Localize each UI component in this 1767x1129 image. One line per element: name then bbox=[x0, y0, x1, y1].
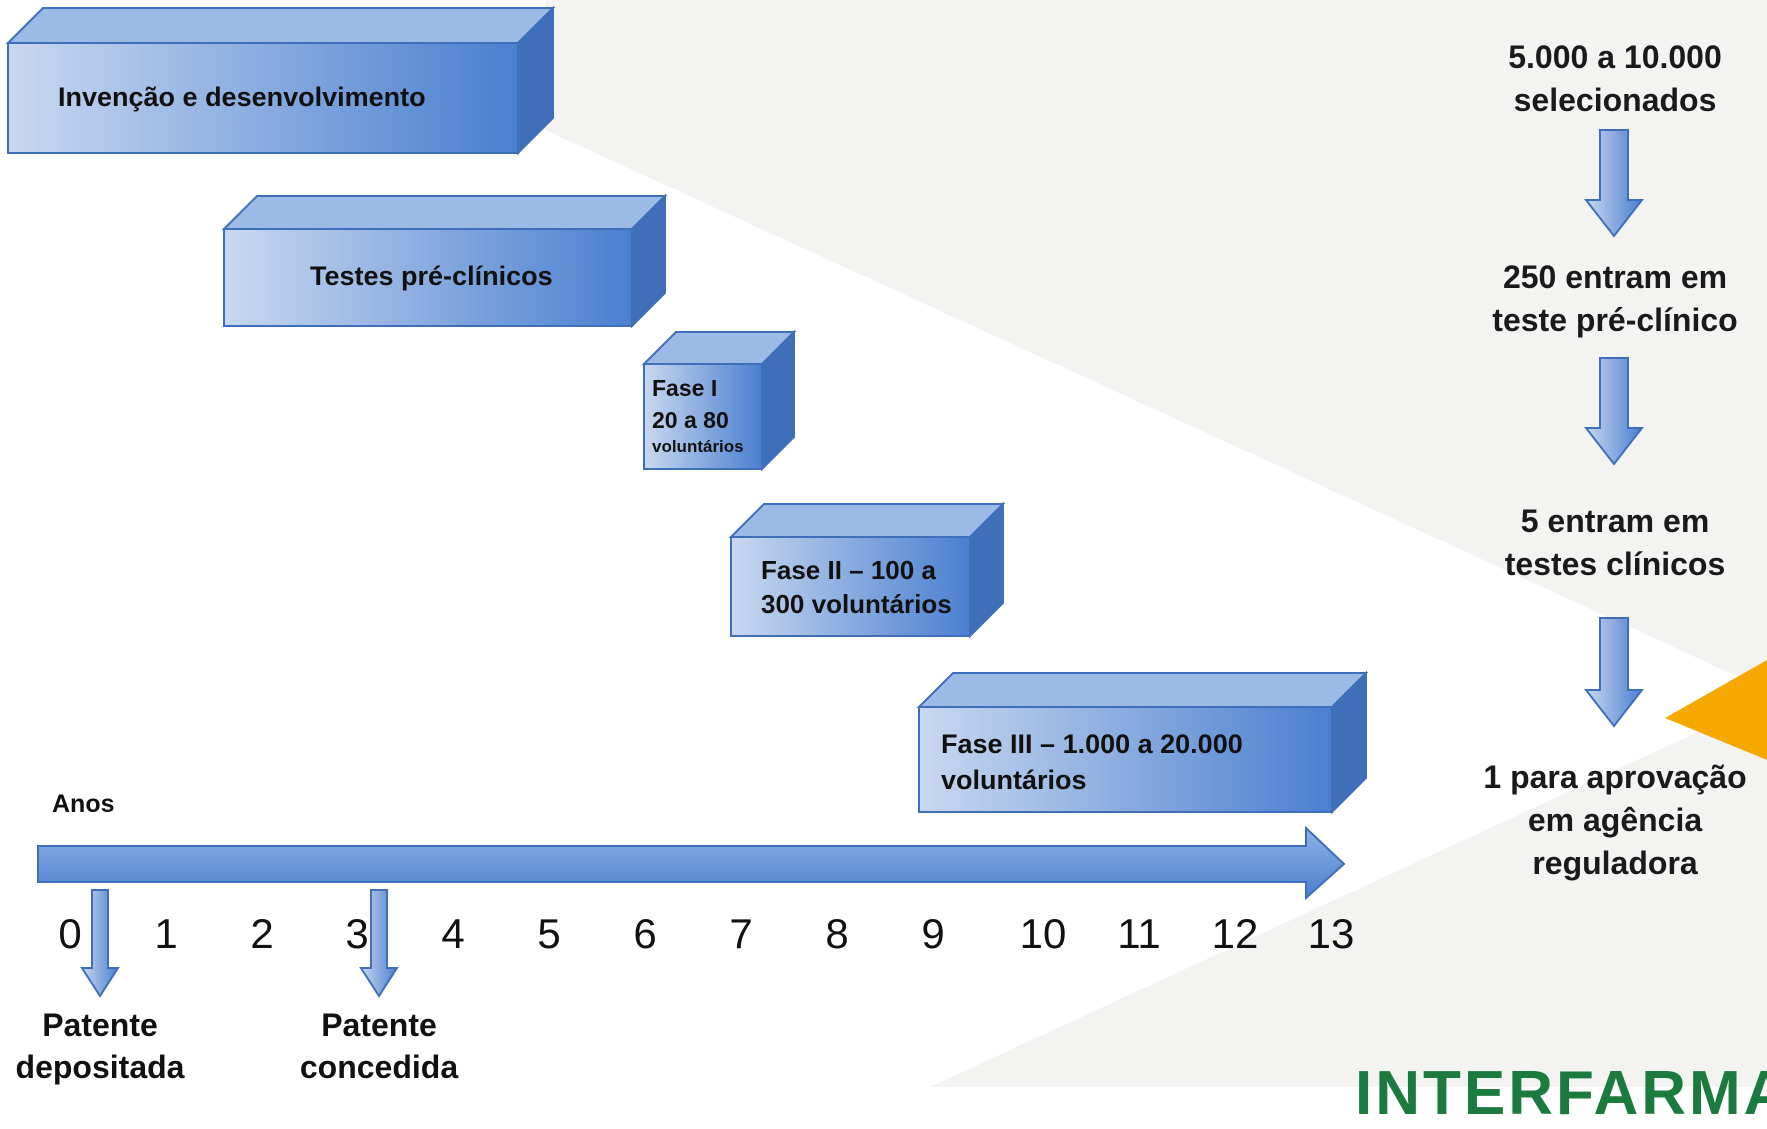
funnel-arrow-3 bbox=[1584, 617, 1644, 728]
funnel-arrow-2 bbox=[1584, 357, 1644, 466]
marker-label-line: Patente bbox=[42, 1007, 158, 1043]
year-tick-3: 3 bbox=[345, 910, 369, 957]
year-tick-9: 9 bbox=[921, 910, 945, 957]
phase-label-line-2: voluntários bbox=[941, 765, 1087, 795]
phase-box-fase-1: Fase I 20 a 80 voluntários bbox=[641, 329, 797, 472]
axis-label: Anos bbox=[52, 790, 115, 818]
funnel-line: testes clínicos bbox=[1504, 546, 1726, 583]
year-tick-12: 12 bbox=[1211, 910, 1259, 957]
funnel-step-3: 5 entram em testes clínicos bbox=[1470, 500, 1760, 586]
phase-box-fase-2: Fase II – 100 a 300 voluntários bbox=[728, 501, 1006, 639]
patent-concedida-arrow bbox=[359, 889, 399, 998]
year-tick-8: 8 bbox=[825, 910, 849, 957]
phase-label: Invenção e desenvolvimento bbox=[58, 82, 426, 112]
funnel-line: em agência bbox=[1527, 802, 1703, 839]
funnel-line: 250 entram em bbox=[1502, 259, 1728, 295]
funnel-line: 5.000 a 10.000 bbox=[1508, 39, 1722, 75]
marker-label-line: depositada bbox=[15, 1048, 185, 1085]
funnel-arrow-1 bbox=[1584, 129, 1644, 238]
interfarma-logo: INTERFARMA bbox=[1355, 1059, 1767, 1128]
year-tick-10: 10 bbox=[1019, 910, 1067, 957]
year-tick-4: 4 bbox=[441, 910, 465, 957]
year-tick-5: 5 bbox=[537, 910, 561, 957]
funnel-line: 1 para aprovação bbox=[1483, 759, 1747, 795]
down-arrow-icon bbox=[1584, 357, 1644, 466]
funnel-line: selecionados bbox=[1513, 82, 1717, 119]
phase-label-line-1: Fase III – 1.000 a 20.000 bbox=[941, 729, 1243, 759]
phase-label-line-1: Fase II – 100 a bbox=[761, 555, 936, 585]
patent-depositada-label: Patente depositada bbox=[16, 1005, 185, 1088]
year-tick-1: 1 bbox=[154, 910, 178, 957]
right-arrow-icon bbox=[37, 826, 1346, 900]
phase-label-line-1: Fase I bbox=[652, 375, 718, 401]
phase-label-line-2: 20 a 80 bbox=[652, 407, 729, 433]
phase-label-line-2: 300 voluntários bbox=[761, 589, 952, 619]
year-tick-13: 13 bbox=[1307, 910, 1355, 957]
funnel-line: teste pré-clínico bbox=[1492, 302, 1738, 339]
funnel-step-2: 250 entram em teste pré-clínico bbox=[1470, 256, 1760, 342]
orange-accent-triangle bbox=[1665, 660, 1767, 760]
down-arrow-icon bbox=[359, 889, 399, 998]
gray-background-panel bbox=[0, 0, 1767, 1087]
year-tick-7: 7 bbox=[729, 910, 753, 957]
down-arrow-icon bbox=[1584, 129, 1644, 238]
patent-depositada-arrow bbox=[80, 889, 120, 998]
year-tick-2: 2 bbox=[250, 910, 274, 957]
down-arrow-icon bbox=[1584, 617, 1644, 728]
funnel-step-4: 1 para aprovação em agência reguladora bbox=[1455, 756, 1767, 886]
year-tick-0: 0 bbox=[58, 910, 82, 957]
funnel-line: reguladora bbox=[1532, 845, 1698, 882]
phase-box-fase-3: Fase III – 1.000 a 20.000 voluntários bbox=[916, 670, 1369, 815]
patent-concedida-label: Patente concedida bbox=[300, 1005, 458, 1088]
funnel-step-1: 5.000 a 10.000 selecionados bbox=[1470, 36, 1760, 122]
year-tick-6: 6 bbox=[633, 910, 657, 957]
timeline-arrow bbox=[37, 826, 1346, 900]
year-tick-11: 11 bbox=[1117, 910, 1161, 957]
phase-label: Testes pré-clínicos bbox=[310, 261, 553, 291]
down-arrow-icon bbox=[80, 889, 120, 998]
phase-box-invencao: Invenção e desenvolvimento bbox=[5, 5, 556, 156]
phase-label-line-3: voluntários bbox=[652, 437, 744, 456]
phase-box-preclinicos: Testes pré-clínicos bbox=[221, 193, 668, 329]
marker-label-line: Patente bbox=[321, 1007, 437, 1043]
marker-label-line: concedida bbox=[299, 1048, 459, 1085]
funnel-line: 5 entram em bbox=[1520, 503, 1710, 539]
